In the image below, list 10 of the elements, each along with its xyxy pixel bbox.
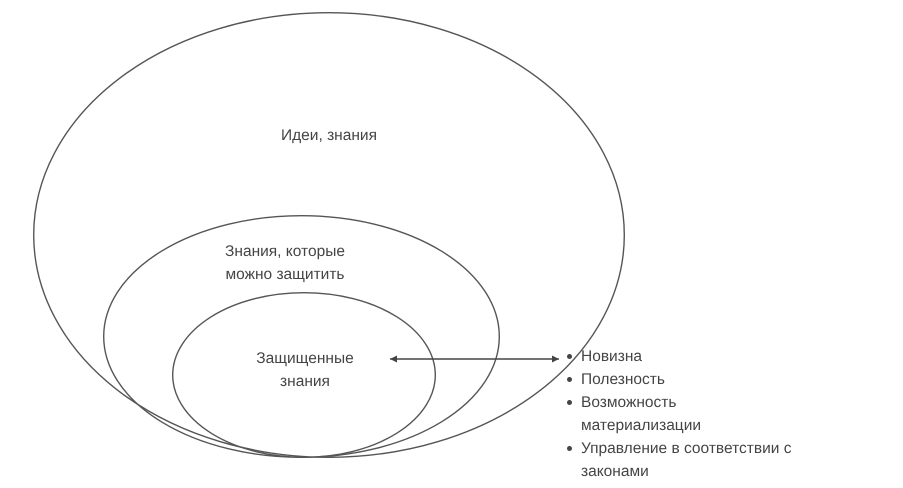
ellipse [172,292,436,458]
bullet-item: Возможность материализации [581,393,702,436]
node-label: Идеи, знания [280,126,378,146]
node-label: Знания, которые можно защитить [224,242,346,285]
ellipse [103,215,500,458]
bullet-item: Новизна [581,347,642,367]
node-label: Защищенные знания [255,349,355,392]
bullet-item: Полезность [581,370,665,390]
double-arrow [390,356,559,362]
bullet-item: Управление в соответствии с законами [581,439,792,482]
